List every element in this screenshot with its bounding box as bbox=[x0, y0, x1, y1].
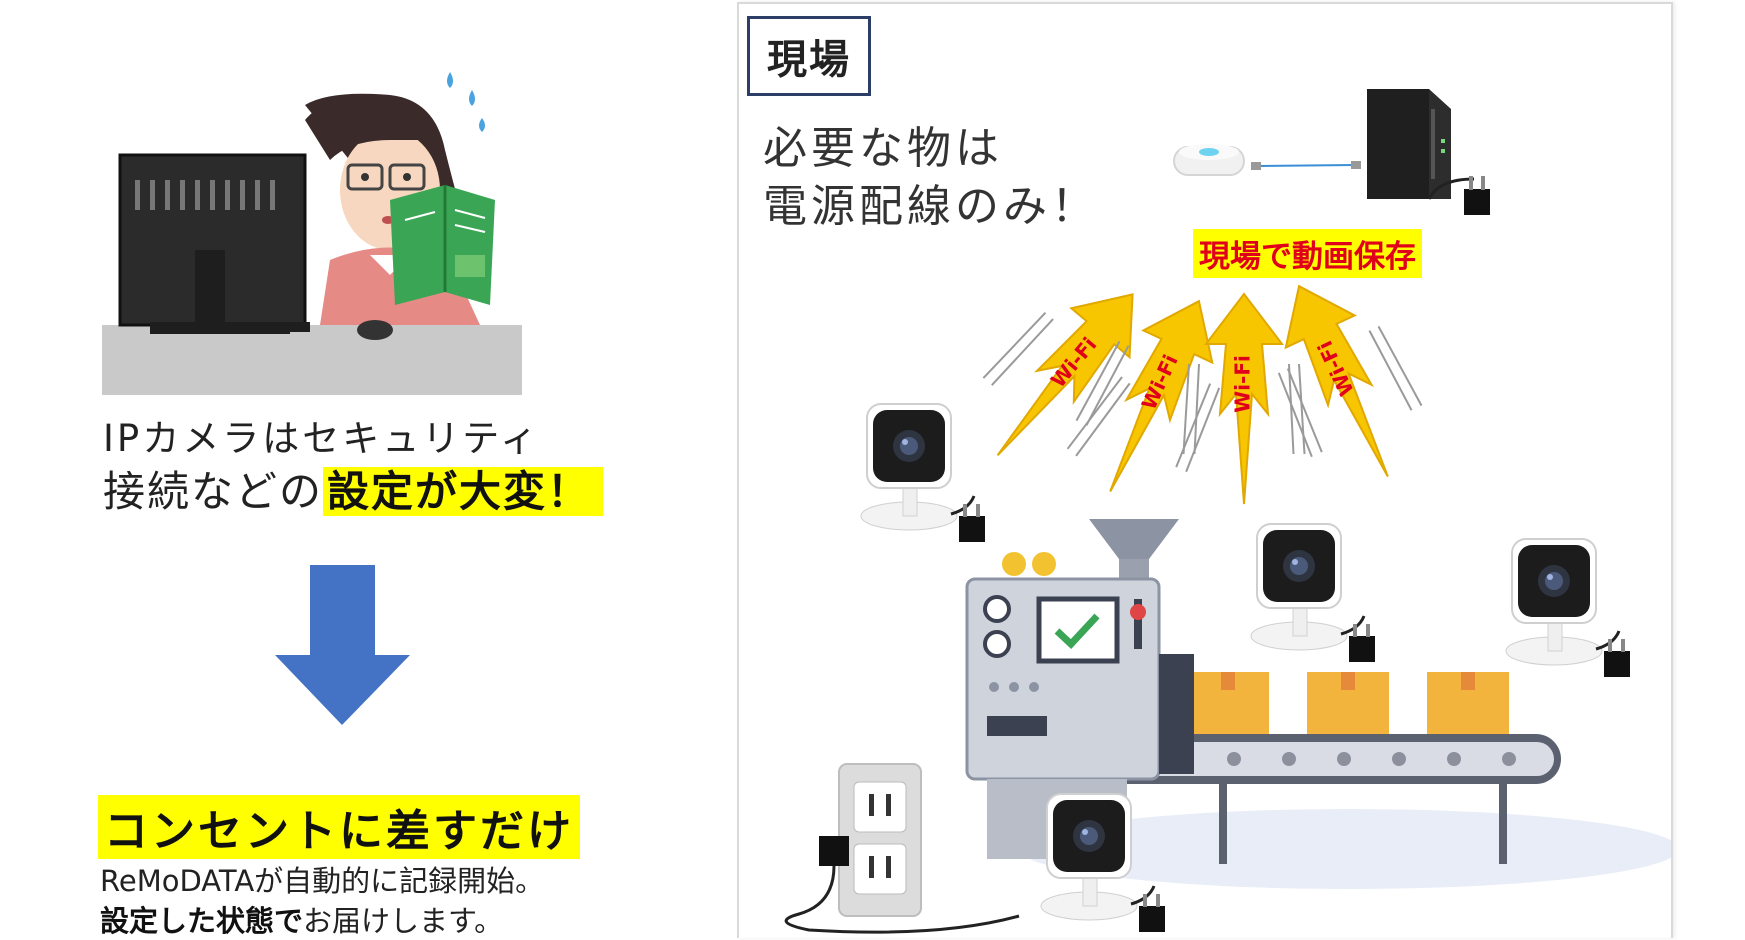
ip-camera-icon bbox=[1505, 538, 1630, 677]
wall-outlet-icon bbox=[784, 763, 1020, 934]
problem-text-highlight: 設定が大変！ bbox=[323, 467, 604, 516]
solution-desc-line1: ReMoDATAが自動的に記録開始。 bbox=[100, 864, 545, 898]
desk-computer-person-icon bbox=[102, 72, 522, 395]
wifi-arrow-3: Wi-Fi bbox=[1182, 292, 1306, 505]
problem-text-line1: IPカメラはセキュリティ bbox=[103, 417, 541, 460]
wifi-arrow-2: Wi-Fi bbox=[1075, 299, 1221, 492]
power-plug-icon bbox=[1427, 176, 1490, 215]
problem-text-plain: 接続などの bbox=[103, 467, 324, 516]
site-label: 現場 bbox=[747, 16, 871, 96]
ip-camera-icon bbox=[1250, 523, 1375, 662]
wifi-label-3: Wi-Fi bbox=[1231, 355, 1255, 413]
problem-text-line2: 接続などの設定が大変！ bbox=[103, 458, 604, 519]
requirement-line1: 必要な物は bbox=[763, 123, 1003, 174]
solution-headline: コンセントに差すだけ bbox=[98, 795, 580, 859]
nas-icon bbox=[1367, 89, 1451, 199]
box-icon bbox=[1187, 672, 1509, 734]
wifi-arrow-4: Wi-Fi bbox=[1277, 284, 1423, 477]
down-arrow-icon bbox=[275, 565, 410, 725]
conveyor-icon bbox=[1019, 734, 1671, 889]
requirement-line2: 電源配線のみ！ bbox=[763, 181, 1099, 232]
ip-camera-icon bbox=[860, 403, 985, 542]
solution-desc-bold: 設定した状態で bbox=[100, 904, 304, 938]
ip-camera-icon bbox=[1040, 793, 1165, 932]
save-label: 現場で動画保存 bbox=[1193, 229, 1422, 278]
solution-desc-rest: お届けします。 bbox=[303, 904, 504, 938]
solution-desc-line2: 設定した状態でお届けします。 bbox=[100, 898, 503, 940]
router-icon bbox=[1173, 144, 1245, 176]
